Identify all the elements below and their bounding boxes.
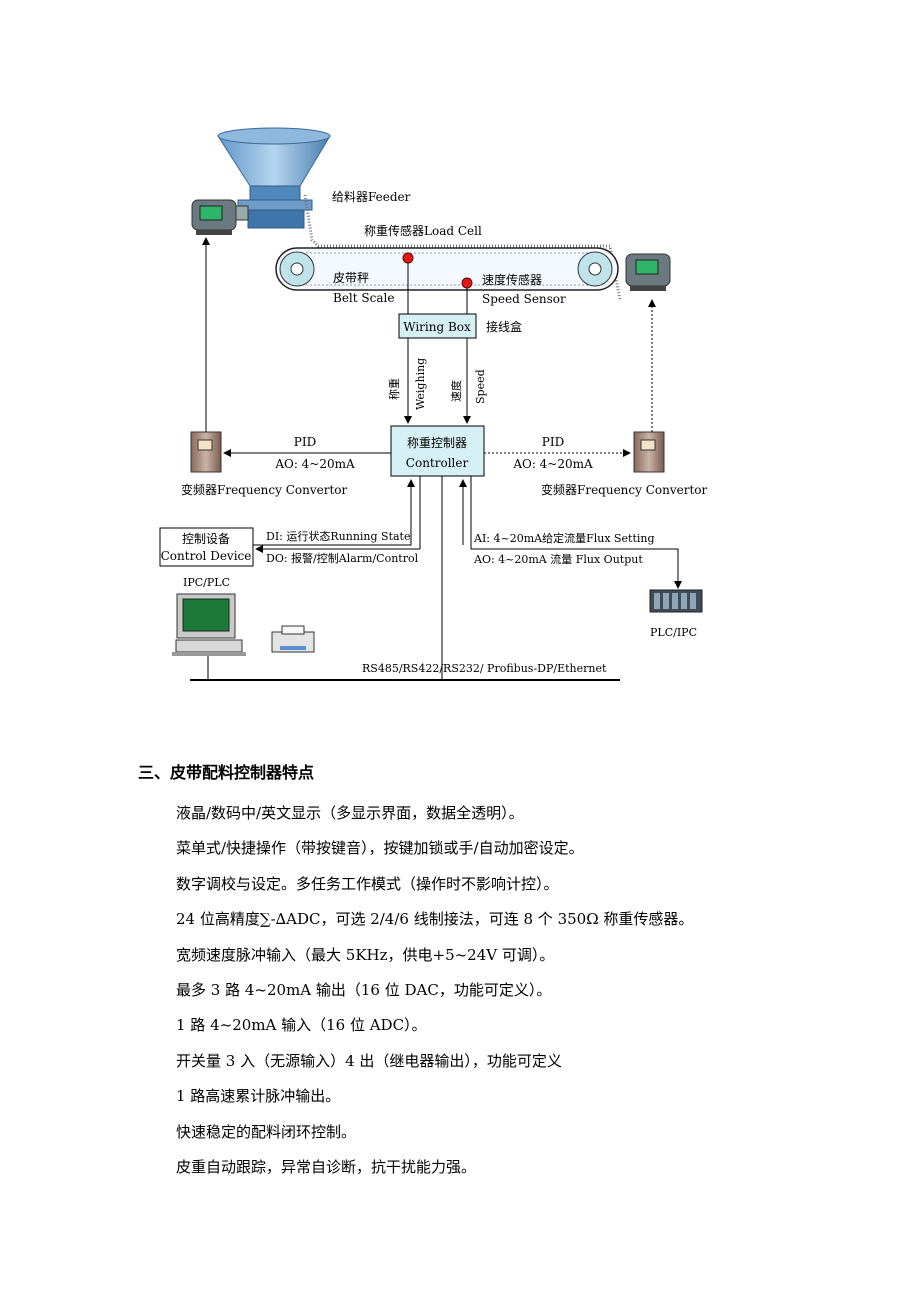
ipc-computer: [172, 593, 246, 656]
ao-left: AO: 4~20mA: [274, 457, 355, 471]
ipc-plc-label: IPC/PLC: [183, 576, 230, 589]
ao-flux-label: AO: 4~20mA 流量 Flux Output: [473, 552, 643, 566]
plc-ipc-label: PLC/IPC: [650, 626, 697, 639]
controller-en: Controller: [406, 456, 469, 470]
weighing-cn: 称重: [387, 378, 401, 400]
feeder-motor: [191, 199, 249, 235]
wiring-box-cn: 接线盒: [486, 319, 522, 334]
belt-scale-en: Belt Scale: [333, 291, 394, 305]
pid-left: PID: [294, 435, 316, 449]
controller-cn: 称重控制器: [407, 436, 467, 450]
controller-box: [390, 425, 485, 477]
belt-scale-cn: 皮带秤: [333, 271, 369, 285]
feature-item: 24 位高精度∑-∆ADC，可选 2/4/6 线制接法，可连 8 个 350Ω …: [176, 910, 694, 929]
feature-item: 最多 3 路 4~20mA 输出（16 位 DAC，功能可定义）。: [176, 980, 552, 999]
control-device-cn: 控制设备: [182, 532, 230, 546]
load-cell-label: 称重传感器Load Cell: [364, 223, 482, 238]
feature-item: 数字调校与设定。多任务工作模式（操作时不影响计控）。: [176, 874, 559, 893]
pid-right: PID: [542, 435, 564, 449]
section-title: 三、皮带配料控制器特点: [138, 763, 315, 782]
belt-scale-system-diagram: 给料器Feeder 称重传感器Load Cell 皮带秤 Belt Scale …: [159, 127, 708, 681]
wiring-box: [398, 313, 477, 339]
vfd-left: [190, 431, 222, 473]
feature-item: 菜单式/快捷操作（带按键音），按键加锁或手/自动加密设定。: [176, 839, 584, 858]
load-cell-dot: [402, 252, 414, 264]
feature-item: 皮重自动跟踪，异常自诊断，抗干扰能力强。: [176, 1157, 477, 1176]
speed-en: Speed: [474, 369, 487, 404]
printer-icon: [271, 625, 315, 653]
feature-item: 宽频速度脉冲输入（最大 5KHz，供电+5~24V 可调）。: [176, 945, 555, 964]
di-label: DI: 运行状态Running State: [266, 529, 411, 543]
vfd-left-label: 变频器Frequency Convertor: [181, 482, 348, 497]
wiring-box-label: Wiring Box: [403, 320, 471, 334]
vfd-right-label: 变频器Frequency Convertor: [541, 482, 708, 497]
feeder-label: 给料器Feeder: [332, 190, 411, 204]
do-label: DO: 报警/控制Alarm/Control: [266, 551, 419, 565]
feature-item: 快速稳定的配料闭环控制。: [176, 1122, 357, 1141]
feature-item: 1 路 4~20mA 输入（16 位 ADC）。: [176, 1016, 427, 1035]
bus-label: RS485/RS422/RS232/ Profibus-DP/Ethernet: [362, 662, 607, 675]
belt-motor: [625, 253, 671, 291]
vfd-right: [633, 431, 665, 473]
feature-item: 液晶/数码中/英文显示（多显示界面，数据全透明）。: [176, 804, 524, 822]
speed-sensor-dot: [461, 277, 473, 289]
feature-list: 液晶/数码中/英文显示（多显示界面，数据全透明）。 菜单式/快捷操作（带按键音）…: [138, 798, 898, 1187]
speed-sensor-cn: 速度传感器: [482, 272, 542, 287]
speed-sensor-en: Speed Sensor: [482, 292, 566, 306]
belt-conveyor: [275, 247, 619, 291]
ai-label: AI: 4~20mA给定流量Flux Setting: [473, 531, 655, 545]
control-device-en: Control Device: [161, 549, 252, 563]
plc-rack: [649, 589, 703, 613]
feature-item: 1 路高速累计脉冲输出。: [176, 1087, 341, 1106]
control-device-box: [159, 527, 254, 567]
weighing-en: Weighing: [414, 358, 427, 410]
speed-cn: 速度: [449, 380, 463, 402]
feature-item: 开关量 3 入（无源输入）4 出（继电器输出），功能可定义: [176, 1051, 562, 1070]
ao-right: AO: 4~20mA: [512, 457, 593, 471]
features-section: 三、皮带配料控制器特点 液晶/数码中/英文显示（多显示界面，数据全透明）。 菜单…: [138, 758, 898, 1187]
feeder-hopper: [217, 127, 331, 229]
